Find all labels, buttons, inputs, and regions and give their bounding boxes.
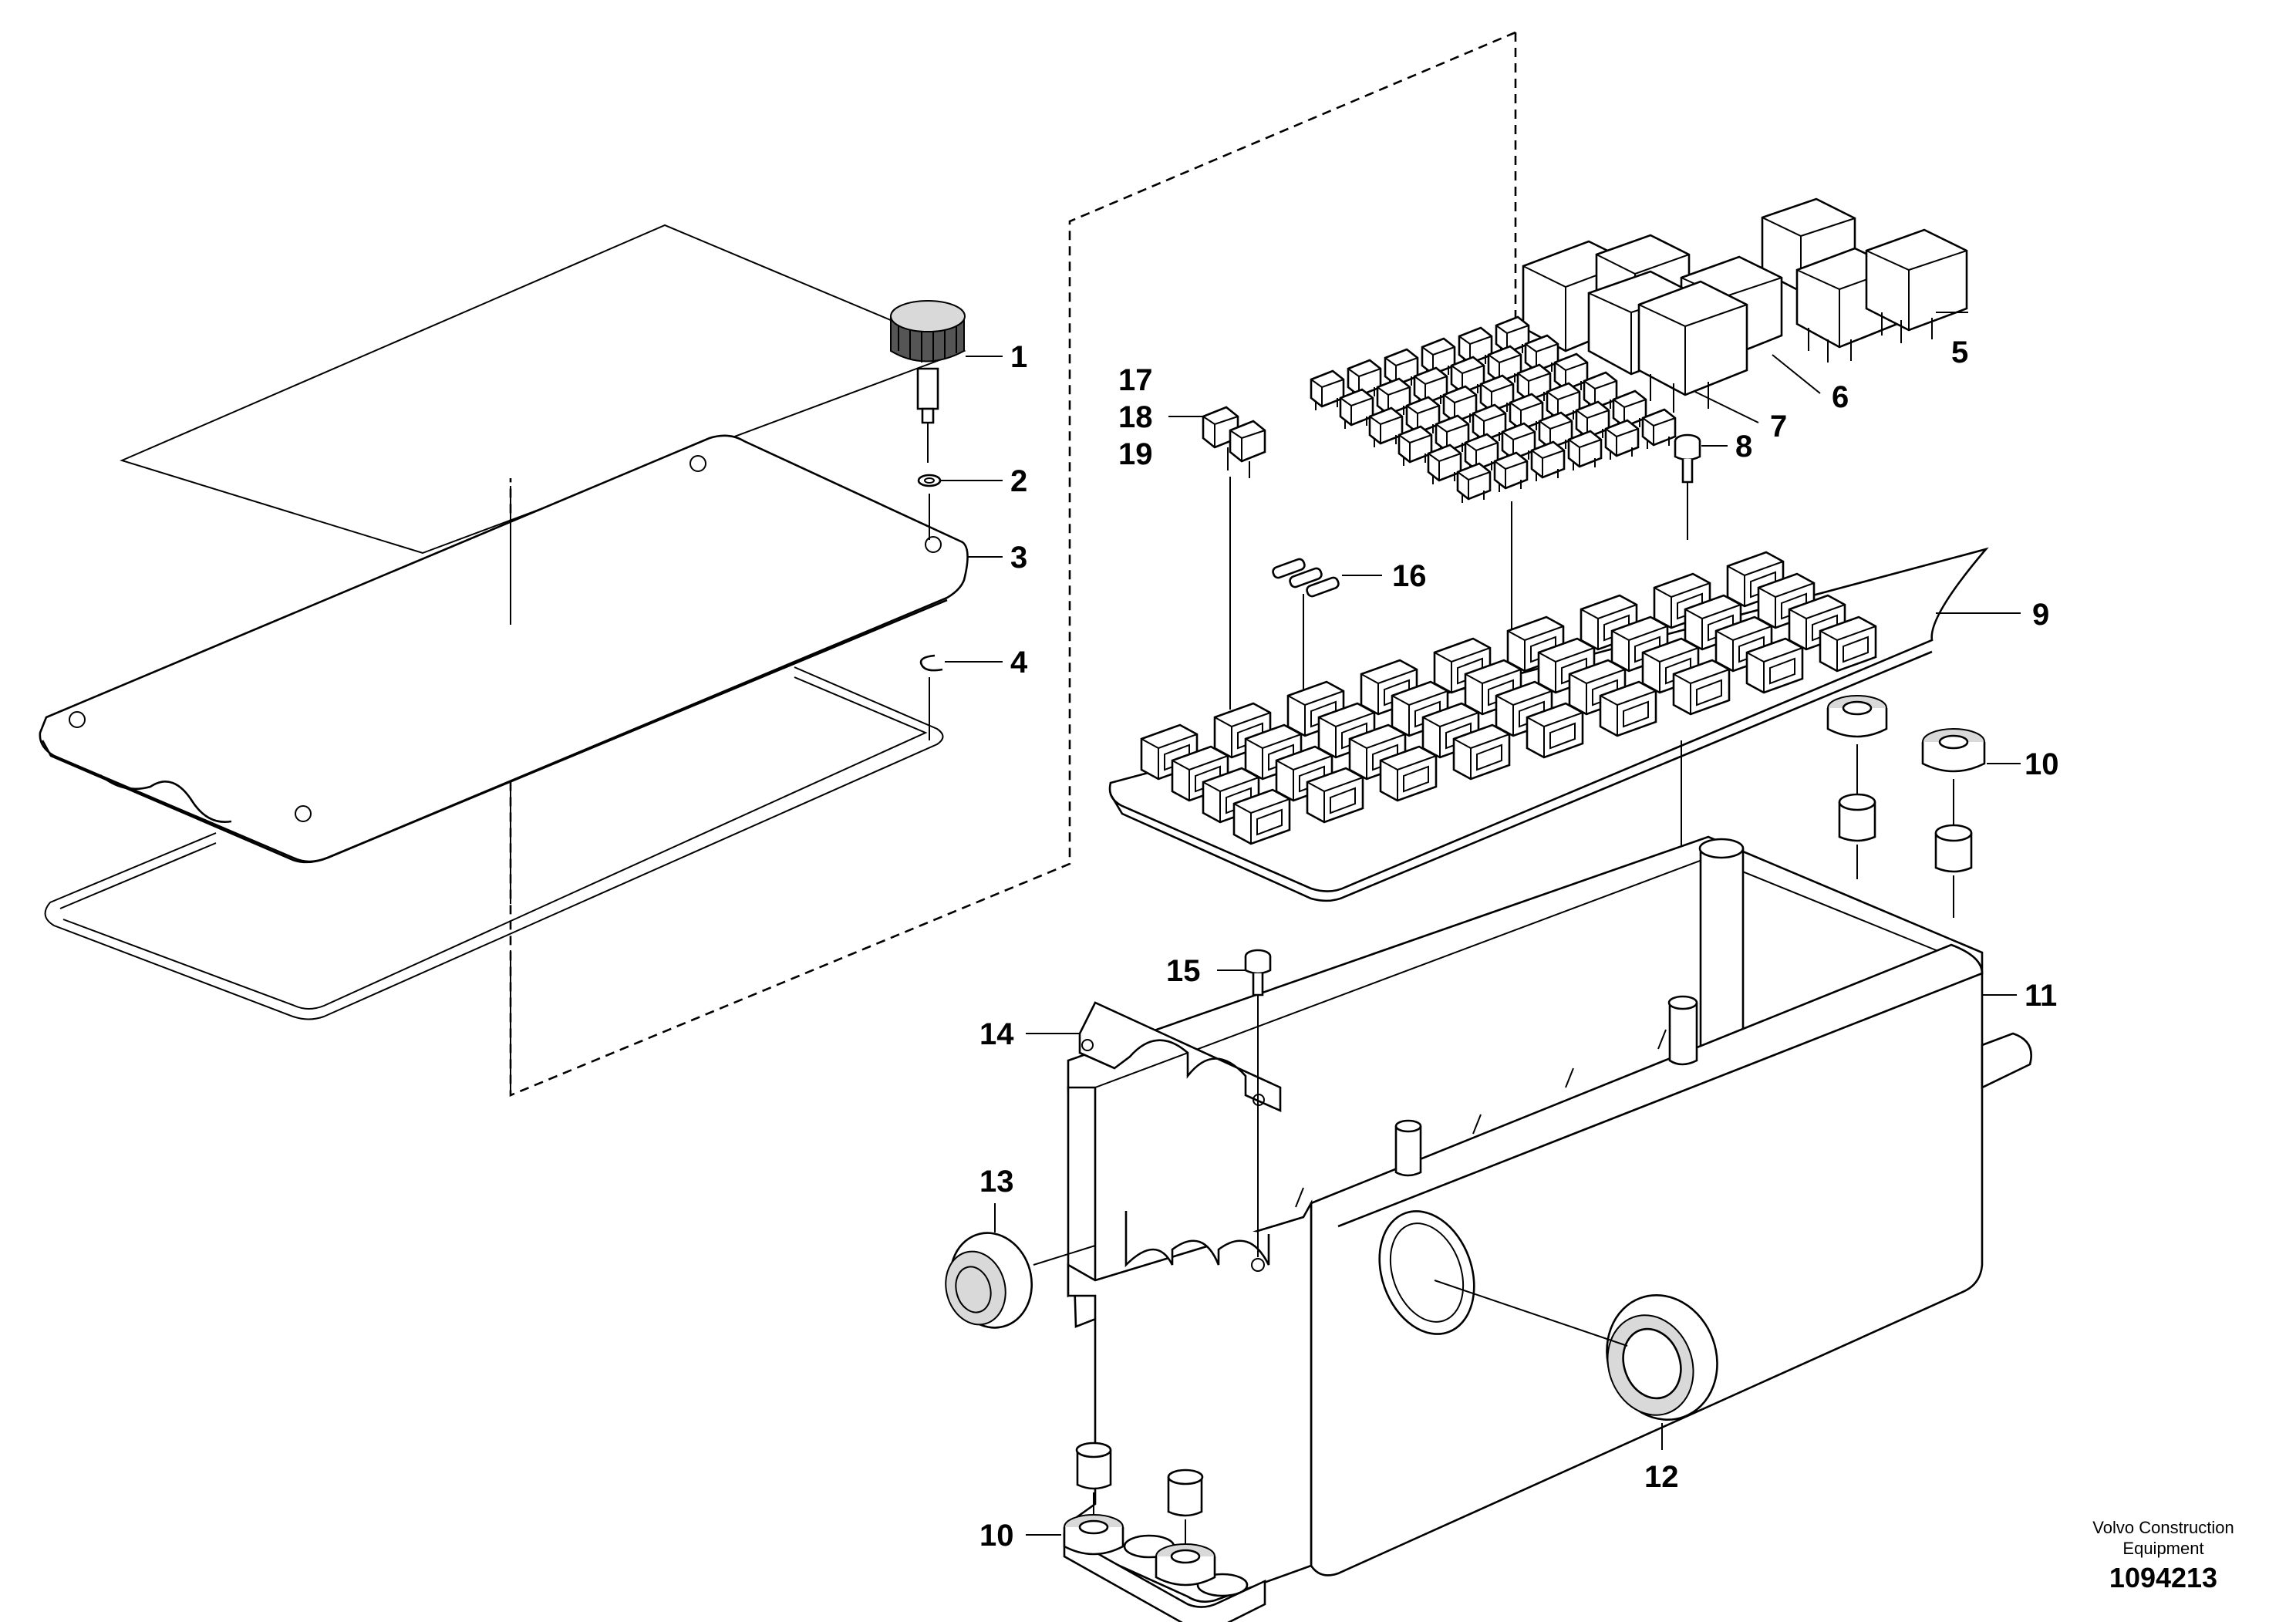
callout-4: 4 xyxy=(1010,646,1028,679)
blade-fuse xyxy=(1397,425,1433,466)
board-connector xyxy=(1232,788,1291,845)
board-connector xyxy=(1526,702,1584,759)
callout-19: 19 xyxy=(1118,437,1153,471)
callout-13: 13 xyxy=(979,1165,1014,1199)
board-connector xyxy=(1819,615,1877,673)
callout-10-bottom: 10 xyxy=(979,1519,1014,1553)
blade-fuse-pair xyxy=(1202,406,1266,710)
blade-fuse xyxy=(1310,369,1345,410)
title-block: Volvo Construction Equipment 1094213 xyxy=(2092,1518,2234,1593)
relay xyxy=(1865,228,1968,343)
blade-fuse xyxy=(1435,414,1470,455)
spacer-sleeve xyxy=(1075,1442,1112,1523)
knob-screw xyxy=(890,300,966,463)
blade-fuse xyxy=(1530,440,1566,481)
blade-fuse xyxy=(1472,403,1507,444)
callout-6: 6 xyxy=(1832,380,1849,414)
board-connector xyxy=(1599,680,1657,737)
retaining-clip xyxy=(919,654,943,740)
blade-fuse xyxy=(1456,462,1492,503)
brand-name-line2: Equipment xyxy=(2122,1539,2203,1558)
blade-fuse xyxy=(1368,406,1404,447)
grommet xyxy=(1063,1514,1124,1556)
spacer-sleeve xyxy=(1934,824,1973,918)
blade-fuse xyxy=(1384,348,1419,389)
blade-fuse xyxy=(1516,363,1552,404)
grommet xyxy=(1921,728,1986,825)
spacer-sleeve xyxy=(1838,793,1876,879)
board-connector xyxy=(1745,637,1804,694)
grommet xyxy=(1434,1280,1718,1421)
relay xyxy=(1637,280,1748,413)
housing-box xyxy=(1063,835,2032,1622)
board-connector xyxy=(1306,767,1364,824)
callout-15: 15 xyxy=(1166,954,1201,988)
brand-name-line1: Volvo Construction xyxy=(2092,1518,2234,1537)
blade-fuse-array xyxy=(1310,315,1677,503)
cover-lid xyxy=(39,434,969,864)
board-connector xyxy=(1452,723,1511,781)
relay-group xyxy=(1522,197,1968,413)
callout-16: 16 xyxy=(1392,559,1427,593)
callout-14: 14 xyxy=(979,1017,1014,1051)
blade-fuse xyxy=(1567,430,1603,470)
callout-12: 12 xyxy=(1644,1460,1679,1494)
blade-fuse xyxy=(1641,408,1677,449)
board-connector xyxy=(1379,745,1438,802)
bolt xyxy=(1674,433,1701,540)
board-connector-grid xyxy=(1140,551,1877,845)
callout-labels: 1 2 3 4 5 6 7 8 9 10 10 11 12 13 14 15 1… xyxy=(979,336,2059,1553)
drawing-number: 1094213 xyxy=(2109,1562,2217,1593)
blade-fuse xyxy=(1427,443,1462,484)
callout-9: 9 xyxy=(2032,598,2049,632)
callout-11: 11 xyxy=(2025,979,2057,1013)
callout-2: 2 xyxy=(1010,464,1027,498)
blade-fuse xyxy=(1421,337,1456,378)
dashed-assembly-outline xyxy=(509,31,1517,1097)
callout-7: 7 xyxy=(1770,410,1787,443)
callout-8: 8 xyxy=(1735,430,1752,464)
grommet xyxy=(945,1232,1096,1329)
blade-fuse xyxy=(1553,352,1589,393)
board-connector xyxy=(1672,659,1731,716)
callout-1: 1 xyxy=(1010,340,1027,374)
callout-10-right: 10 xyxy=(2025,747,2059,781)
callout-18: 18 xyxy=(1118,400,1153,434)
grommet xyxy=(1155,1543,1216,1587)
callout-3: 3 xyxy=(1010,541,1027,575)
callout-17: 17 xyxy=(1118,363,1153,397)
fuse-relay-board xyxy=(1108,547,1989,902)
bolt xyxy=(1244,949,1272,1272)
blade-fuse xyxy=(1339,388,1374,429)
blade-fuse xyxy=(1493,451,1529,492)
leader-lines xyxy=(941,312,2021,1536)
washer xyxy=(917,474,942,540)
spacer-sleeve xyxy=(1167,1469,1204,1550)
blade-fuse xyxy=(1604,419,1640,460)
grommet xyxy=(1826,695,1888,794)
callout-5: 5 xyxy=(1951,336,1968,369)
gasket-seal xyxy=(44,666,944,1020)
